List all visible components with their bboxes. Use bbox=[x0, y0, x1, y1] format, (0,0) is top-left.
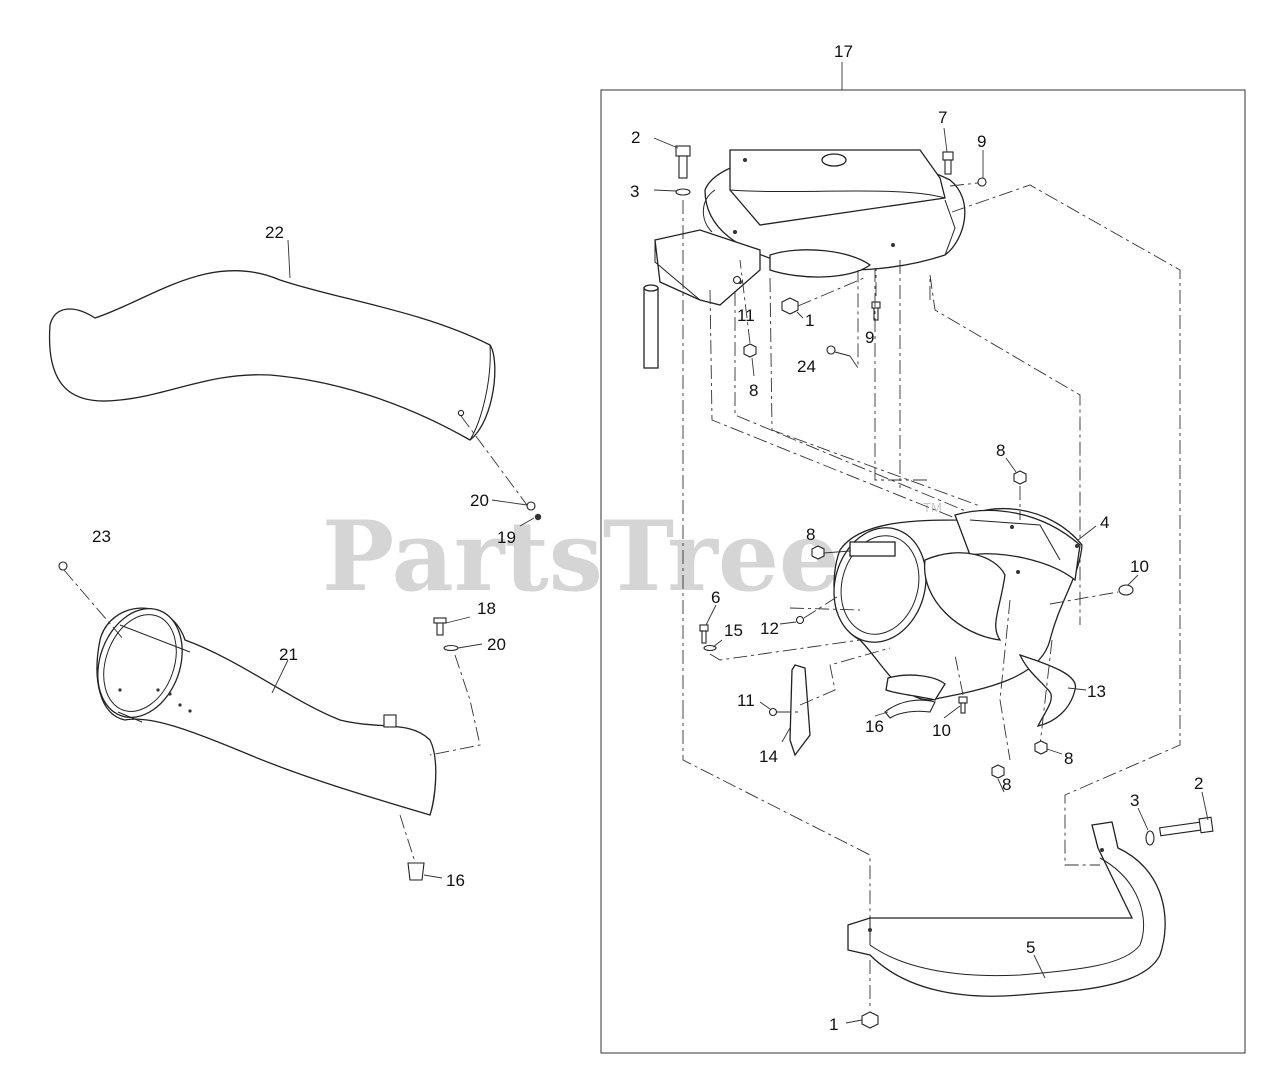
part-2-bolt-top bbox=[675, 145, 691, 179]
part-21-tube bbox=[96, 607, 437, 816]
part-8-nut-left bbox=[811, 545, 825, 560]
callout-15: 15 bbox=[724, 621, 743, 640]
part-8-nut-lower bbox=[991, 764, 1005, 779]
part-19-nut bbox=[534, 513, 542, 521]
callout-20-lower: 20 bbox=[487, 635, 506, 654]
part-24-screw bbox=[826, 345, 851, 357]
callout-10-lower: 10 bbox=[932, 721, 951, 740]
callout-10-right: 10 bbox=[1130, 557, 1149, 576]
part-8-nut-right bbox=[1013, 470, 1027, 485]
callout-8-lower-right: 8 bbox=[1064, 749, 1073, 768]
callout-13: 13 bbox=[1087, 682, 1106, 701]
callout-14: 14 bbox=[759, 747, 778, 766]
callout-20-top: 20 bbox=[470, 491, 489, 510]
part-8-nut-lower-right bbox=[1034, 740, 1048, 755]
callout-9-top: 9 bbox=[977, 132, 986, 151]
part-16-clip-right bbox=[884, 699, 936, 719]
part-10-screw-lower bbox=[958, 696, 968, 714]
callout-22: 22 bbox=[265, 223, 284, 242]
part-9-screw-mid bbox=[871, 301, 881, 321]
callout-3-right: 3 bbox=[1130, 791, 1139, 810]
callout-8-right: 8 bbox=[996, 441, 1005, 460]
callout-8-lower: 8 bbox=[1002, 775, 1011, 794]
callout-23: 23 bbox=[92, 527, 111, 546]
callout-11-top: 11 bbox=[737, 306, 755, 325]
callout-4: 4 bbox=[1100, 513, 1109, 532]
part-23-screw bbox=[58, 561, 68, 571]
part-8-nut-top bbox=[743, 343, 757, 358]
part-11-nut-top bbox=[732, 275, 742, 285]
part-20-washer-lower bbox=[443, 644, 459, 652]
callout-3-top: 3 bbox=[630, 182, 639, 201]
part-3-washer-top bbox=[675, 188, 691, 196]
callout-8-top: 8 bbox=[749, 381, 758, 400]
part-17-housing-top bbox=[643, 149, 966, 369]
callout-2-top: 2 bbox=[631, 128, 640, 147]
callout-16-left: 16 bbox=[446, 871, 465, 890]
part-5-handle bbox=[847, 821, 1166, 997]
callout-19: 19 bbox=[497, 528, 516, 547]
callout-16-right: 16 bbox=[865, 717, 884, 736]
callout-17: 17 bbox=[834, 42, 853, 61]
part-13-deflector bbox=[1018, 653, 1077, 727]
callout-9-mid: 9 bbox=[865, 328, 874, 347]
callout-1-top: 1 bbox=[805, 311, 814, 330]
part-1-nut-top bbox=[781, 297, 799, 315]
callout-11-lower: 11 bbox=[737, 691, 755, 710]
part-3-washer-right bbox=[1145, 830, 1155, 846]
callout-8-left: 8 bbox=[806, 525, 815, 544]
callout-5: 5 bbox=[1026, 938, 1035, 957]
part-16-clip-left bbox=[407, 862, 425, 881]
part-12-nut bbox=[795, 615, 805, 625]
part-18-bolt bbox=[433, 617, 447, 636]
callout-1-bottom: 1 bbox=[829, 1015, 838, 1034]
watermark-tm: TM bbox=[923, 500, 942, 515]
part-6-bolt bbox=[699, 624, 709, 644]
callout-12: 12 bbox=[760, 619, 779, 638]
callout-7: 7 bbox=[938, 108, 947, 127]
watermark: PartsTree bbox=[322, 500, 840, 613]
callout-21: 21 bbox=[279, 645, 298, 664]
part-2-bolt-right bbox=[1159, 816, 1214, 837]
callout-2-right: 2 bbox=[1194, 774, 1203, 793]
assembly-frame bbox=[600, 89, 1246, 1054]
callout-24: 24 bbox=[797, 357, 816, 376]
part-1-nut-bottom bbox=[861, 1011, 879, 1029]
callout-18: 18 bbox=[477, 599, 496, 618]
part-22-chute bbox=[48, 270, 496, 441]
part-14-bracket bbox=[789, 664, 811, 757]
part-7-bolt bbox=[942, 151, 954, 175]
callout-6: 6 bbox=[711, 588, 720, 607]
part-11-nut-lower bbox=[768, 707, 778, 717]
part-9-screw-top bbox=[977, 177, 987, 187]
part-20-washer bbox=[526, 501, 536, 511]
part-10-clip-right bbox=[1118, 584, 1134, 596]
part-4-spout bbox=[833, 507, 1083, 701]
